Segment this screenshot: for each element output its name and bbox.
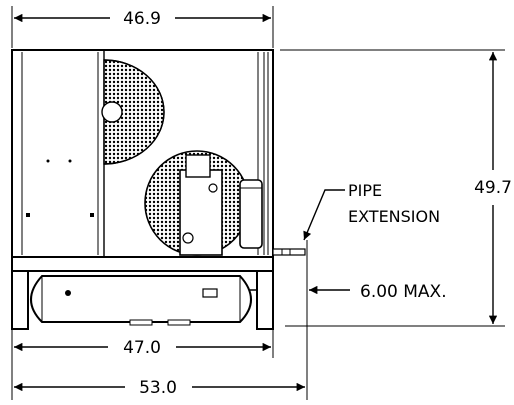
tank-port-icon: [65, 290, 71, 296]
base-leg-right: [256, 270, 274, 330]
tank-drain-icon: [129, 319, 153, 326]
compressor-port-icon: [208, 183, 218, 193]
horizontal-storage-tank: [30, 275, 252, 323]
pipe-extension-callout: PIPE EXTENSION: [303, 181, 440, 241]
dim-pipe-max-text: 6.00 MAX.: [360, 282, 447, 302]
panel-screw-icon: [46, 159, 50, 163]
receiver-tank: [239, 179, 263, 249]
tank-valve-icon: [202, 288, 218, 298]
dimension-base-width: 47.0: [11, 330, 274, 400]
panel-fastener-icon: [26, 213, 30, 217]
pipe-leader-arrow: [303, 189, 345, 241]
base-rail: [11, 256, 274, 272]
base-leg-left: [11, 270, 29, 330]
pipe-label-line2: EXTENSION: [348, 207, 440, 226]
pipe-stub: [272, 248, 306, 256]
compressor-top-fitting: [185, 154, 211, 178]
upper-fan-rim: [103, 59, 165, 165]
panel-fastener-icon: [90, 213, 94, 217]
tank-drain-icon: [167, 319, 191, 326]
dim-top-width-text: 46.9: [123, 9, 161, 29]
pipe-label-line1: PIPE: [348, 181, 382, 200]
dimension-top-width: 46.9: [11, 6, 274, 48]
upper-fan-hub-icon: [101, 101, 123, 123]
dimension-height: 49.7: [280, 49, 512, 327]
panel-screw-icon: [68, 159, 72, 163]
dimension-overall-width: 53.0: [13, 300, 308, 400]
compressor-port-icon: [182, 232, 194, 244]
dim-base-width-text: 47.0: [123, 338, 161, 358]
dim-height-text: 49.7: [474, 178, 512, 198]
unit-cabinet: [11, 49, 306, 330]
dim-overall-width-text: 53.0: [139, 378, 177, 398]
